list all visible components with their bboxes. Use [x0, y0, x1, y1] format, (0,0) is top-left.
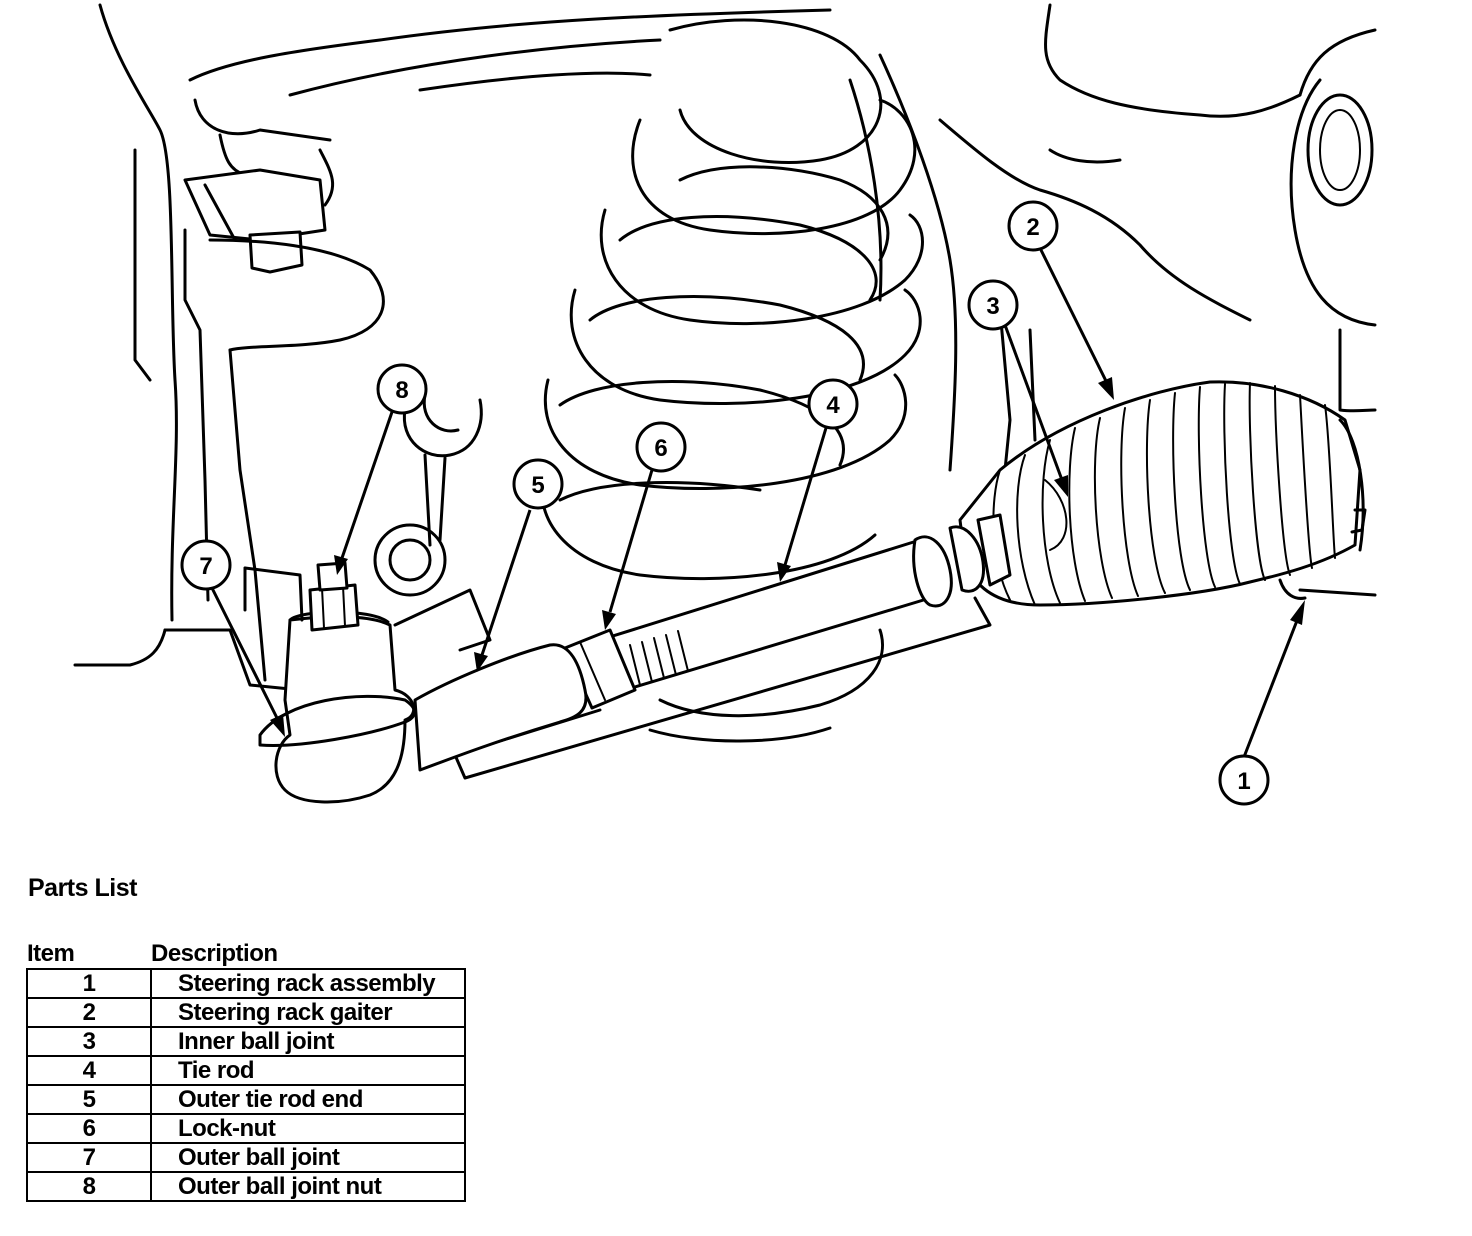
- callout-2: 2: [1007, 200, 1059, 252]
- table-row: 2 Steering rack gaiter: [26, 997, 466, 1028]
- item-description: Steering rack assembly: [150, 968, 466, 999]
- item-number: 4: [26, 1055, 152, 1086]
- leader-lines: [210, 247, 1305, 758]
- callout-8: 8: [376, 363, 428, 415]
- item-description: Inner ball joint: [150, 1026, 466, 1057]
- stabilizer-link: [373, 393, 483, 597]
- table-row: 4 Tie rod: [26, 1055, 466, 1086]
- table-row: 1 Steering rack assembly: [26, 968, 466, 999]
- callout-6: 6: [635, 421, 687, 473]
- callout-4: 4: [807, 378, 859, 430]
- item-number: 1: [26, 968, 152, 999]
- item-number: 8: [26, 1171, 152, 1202]
- item-number: 3: [26, 1026, 152, 1057]
- item-description: Lock-nut: [150, 1113, 466, 1144]
- svg-text:2: 2: [1026, 214, 1039, 241]
- steering-linkage-diagram: 1 2 3 4 5 6 7 8: [73, 3, 1377, 806]
- parts-list-table: Item Description 1 Steering rack assembl…: [26, 938, 466, 1202]
- steering-rack-gaiter: [958, 380, 1367, 607]
- item-description: Outer ball joint: [150, 1142, 466, 1173]
- parts-list-title: Parts List: [28, 874, 137, 902]
- table-row: 3 Inner ball joint: [26, 1026, 466, 1057]
- item-description: Steering rack gaiter: [150, 997, 466, 1028]
- svg-text:5: 5: [531, 472, 544, 499]
- svg-text:4: 4: [826, 392, 840, 419]
- suspension-background: [73, 3, 1377, 692]
- table-row: 7 Outer ball joint: [26, 1142, 466, 1173]
- item-number: 2: [26, 997, 152, 1028]
- header-description: Description: [151, 940, 278, 967]
- item-number: 7: [26, 1142, 152, 1173]
- item-description: Outer tie rod end: [150, 1084, 466, 1115]
- tie-rod-assembly: [243, 513, 1012, 804]
- svg-text:6: 6: [654, 435, 667, 462]
- table-header-row: Item Description: [27, 938, 465, 969]
- coil-spring: [540, 18, 924, 743]
- item-description: Tie rod: [150, 1055, 466, 1086]
- svg-text:7: 7: [199, 553, 212, 580]
- svg-text:1: 1: [1237, 768, 1250, 795]
- item-number: 6: [26, 1113, 152, 1144]
- callout-1: 1: [1218, 754, 1270, 806]
- table-row: 5 Outer tie rod end: [26, 1084, 466, 1115]
- callout-5: 5: [512, 458, 564, 510]
- svg-text:8: 8: [395, 377, 408, 404]
- table-row: 8 Outer ball joint nut: [26, 1171, 466, 1202]
- item-description: Outer ball joint nut: [150, 1171, 466, 1202]
- item-number: 5: [26, 1084, 152, 1115]
- svg-text:3: 3: [986, 293, 999, 320]
- callout-7: 7: [180, 539, 232, 591]
- table-row: 6 Lock-nut: [26, 1113, 466, 1144]
- callout-3: 3: [967, 279, 1019, 331]
- header-item: Item: [27, 940, 75, 967]
